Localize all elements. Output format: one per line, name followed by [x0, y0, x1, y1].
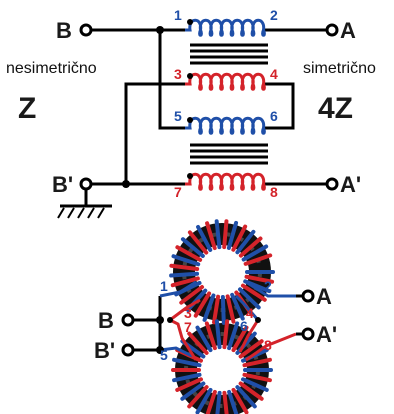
toroid-pin-4-label: 4	[246, 305, 254, 321]
winding-5-6	[185, 116, 266, 135]
toroid-wrap-red	[244, 274, 275, 284]
toroid-wrap-blue	[169, 271, 200, 278]
pin-4-label: 4	[270, 66, 278, 82]
toroid-wrap-blue	[196, 224, 213, 252]
toroid-wrap-red	[242, 372, 272, 383]
toroid-terminal-b-label: B	[98, 308, 114, 333]
terminal-a-prime-label: A'	[340, 172, 361, 197]
toroid-terminal-b-prime-label: B'	[94, 338, 115, 363]
toroid-wrap-blue	[195, 387, 213, 414]
winding-3-4	[185, 72, 266, 91]
toroid-wrap-blue	[180, 237, 205, 258]
toroid-pin-6-label: 6	[240, 318, 248, 334]
toroid-wrap-blue	[171, 254, 201, 267]
toroid-wrap-red	[231, 224, 248, 252]
toroid-wrap-red	[238, 236, 263, 258]
toroid-wrap-red	[212, 294, 221, 325]
pin-3-label: 3	[174, 66, 182, 82]
toroid-pin-5-label: 5	[160, 347, 168, 363]
pin-5-label: 5	[174, 108, 182, 124]
toroid-wiring	[134, 280, 306, 362]
toroid-junction-dots	[156, 316, 261, 354]
pin-8-label: 8	[270, 184, 278, 200]
toroid-wrap-red	[222, 390, 229, 414]
pin-1-label: 1	[174, 7, 182, 23]
impedance-left-label: Z	[18, 92, 36, 125]
toroid-wrap-red	[187, 331, 209, 355]
toroid-wrap-blue	[227, 321, 240, 351]
toroid-wrap-red	[187, 230, 209, 255]
impedance-right-label: 4Z	[318, 92, 353, 125]
toroid-pin-3-label: 3	[184, 305, 192, 321]
toroid-wrap-red	[231, 387, 249, 414]
pin-2-label: 2	[270, 7, 278, 23]
unbalanced-label: nesimetrično	[6, 60, 97, 77]
toroid-wrap-blue	[235, 229, 256, 255]
toroid-wrap-blue	[180, 381, 206, 401]
toroid-wrap-blue	[226, 220, 239, 250]
toroid-wrap-red	[243, 253, 273, 266]
toroid-wrap-blue	[230, 292, 245, 321]
toroid-wrap-red	[242, 357, 272, 368]
toroid-pin-7-label: 7	[184, 319, 192, 335]
toroid-pin-2-label: 2	[264, 278, 272, 294]
toroid-wrap-red	[187, 385, 209, 409]
toroid-wrap-blue	[172, 372, 202, 383]
toroid-wrap-blue	[215, 390, 222, 414]
toroid-wrap-blue	[227, 389, 239, 414]
toroid-wrap-red	[169, 263, 200, 271]
junction-dots	[122, 26, 164, 188]
toroid-wrap-red	[204, 321, 217, 351]
winding-dots	[187, 19, 193, 179]
toroid-wrap-blue	[202, 293, 216, 322]
ground-icon	[57, 204, 112, 219]
toroid-wrap-red	[231, 325, 249, 353]
toroid-wrap-blue	[195, 325, 213, 353]
pin-6-label: 6	[270, 108, 278, 124]
toroid-wrap-blue	[237, 287, 261, 310]
toroid-terminal-a-label: A	[316, 284, 332, 309]
toroid-wrap-red	[193, 291, 212, 318]
toroid-wrap-blue	[214, 319, 222, 350]
winding-1-2	[185, 18, 266, 37]
toroid-wrap-blue	[241, 377, 269, 392]
toroid-pin-1-label: 1	[160, 278, 168, 294]
toroid-wrap-blue	[220, 294, 226, 325]
toroid-wrap-red	[222, 319, 230, 350]
toroid-wrap-blue	[214, 219, 222, 250]
terminal-b-prime-label: B'	[52, 172, 73, 197]
toroid-wrap-red	[225, 294, 236, 324]
toroid-wrap-red	[175, 245, 203, 262]
toroid-wrap-blue	[241, 244, 269, 262]
toroid-wrap-red	[205, 221, 217, 251]
toroid-wrap-red	[238, 381, 264, 401]
transformer-core-lower	[190, 143, 268, 165]
toroid-wrap-red	[205, 389, 217, 414]
balanced-label: simetrično	[303, 60, 376, 77]
terminal-a-label: A	[340, 18, 356, 43]
transformer-core-upper	[190, 43, 268, 65]
toroid-wrap-red	[170, 276, 200, 288]
terminal-circles	[79, 23, 339, 191]
toroid-terminal-a-prime-label: A'	[316, 322, 337, 347]
toroid-terminal-circles	[121, 289, 315, 357]
toroid-wrap-red	[179, 285, 205, 305]
winding-7-8	[185, 172, 266, 191]
toroid-wrap-red	[175, 377, 203, 392]
toroid-wrap-blue	[235, 385, 257, 409]
terminal-b-label: B	[56, 18, 72, 43]
toroid-wrap-blue	[172, 357, 202, 368]
toroid-pin-8-label: 8	[264, 337, 272, 353]
schematic	[84, 28, 326, 206]
toroid-wrap-red	[238, 339, 264, 359]
pin-7-label: 7	[174, 184, 182, 200]
toroid-wrap-red	[222, 219, 229, 250]
windings	[185, 18, 266, 191]
toroid-wrap-red	[240, 283, 267, 302]
